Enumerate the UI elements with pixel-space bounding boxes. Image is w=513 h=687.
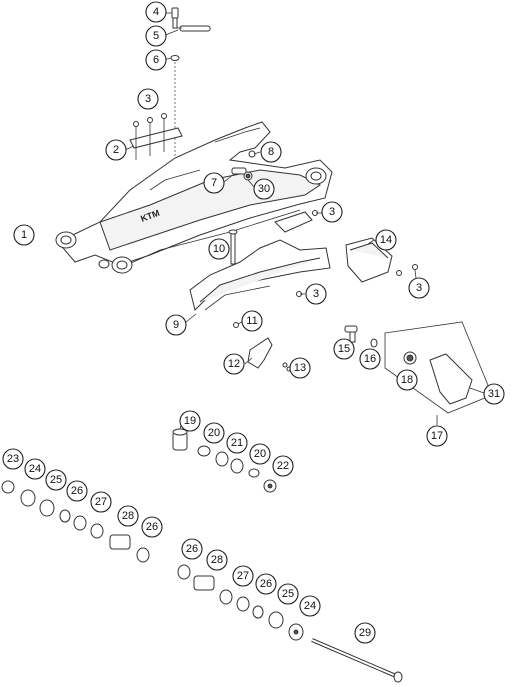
callout-27-a[interactable]: 27 (90, 491, 112, 513)
svg-text:26: 26 (71, 485, 83, 497)
callout-26-c[interactable]: 26 (181, 538, 203, 560)
callout-11[interactable]: 11 (241, 310, 263, 332)
callout-26-a[interactable]: 26 (66, 480, 88, 502)
svg-text:26: 26 (260, 578, 272, 590)
callout-1[interactable]: 1 (13, 224, 35, 246)
svg-text:3: 3 (313, 288, 319, 300)
svg-text:16: 16 (364, 353, 376, 365)
svg-text:24: 24 (29, 463, 41, 475)
callout-10[interactable]: 10 (208, 238, 230, 260)
callout-31[interactable]: 31 (483, 383, 505, 405)
svg-text:29: 29 (359, 627, 371, 639)
mount-bracket (233, 322, 292, 372)
svg-text:4: 4 (153, 6, 159, 18)
callout-28-b[interactable]: 28 (206, 549, 228, 571)
linkage-bearing-row (172, 428, 277, 493)
svg-text:3: 3 (145, 93, 151, 105)
callout-19[interactable]: 19 (179, 410, 201, 432)
svg-text:28: 28 (122, 510, 134, 522)
svg-text:18: 18 (401, 374, 413, 386)
svg-text:30: 30 (258, 183, 270, 195)
svg-text:5: 5 (153, 30, 159, 42)
svg-text:17: 17 (431, 430, 443, 442)
svg-text:1: 1 (21, 229, 27, 241)
callout-9[interactable]: 9 (165, 314, 187, 336)
callout-30[interactable]: 30 (253, 178, 275, 200)
bolt-10 (228, 229, 238, 265)
svg-text:20: 20 (208, 427, 220, 439)
callout-21[interactable]: 21 (226, 432, 248, 454)
svg-text:8: 8 (268, 146, 274, 158)
chain-guide-bracket (129, 113, 183, 160)
callout-25-b[interactable]: 25 (277, 583, 299, 605)
svg-text:19: 19 (184, 415, 196, 427)
callout-26-b[interactable]: 26 (141, 516, 163, 538)
callout-16[interactable]: 16 (359, 348, 381, 370)
callout-24-a[interactable]: 24 (24, 458, 46, 480)
svg-text:28: 28 (211, 554, 223, 566)
callout-7[interactable]: 7 (203, 172, 225, 194)
callout-3-right[interactable]: 3 (321, 201, 343, 223)
svg-text:7: 7 (211, 177, 217, 189)
frame-kit-box (384, 321, 493, 425)
pin-15-16 (344, 325, 378, 348)
svg-text:14: 14 (380, 234, 392, 246)
callout-20-a[interactable]: 20 (203, 422, 225, 444)
callout-3-far-right[interactable]: 3 (408, 277, 430, 299)
callout-3-top[interactable]: 3 (137, 88, 159, 110)
svg-text:23: 23 (7, 453, 19, 465)
callout-6[interactable]: 6 (145, 49, 167, 71)
swingarm-pivot-axle (311, 638, 403, 683)
svg-text:26: 26 (186, 543, 198, 555)
svg-text:11: 11 (246, 315, 257, 327)
svg-text:25: 25 (282, 588, 294, 600)
svg-text:27: 27 (237, 570, 249, 582)
callout-20-b[interactable]: 20 (249, 443, 271, 465)
svg-text:27: 27 (95, 496, 107, 508)
callout-8[interactable]: 8 (260, 141, 282, 163)
top-bolt-assembly (170, 7, 211, 205)
svg-text:25: 25 (50, 474, 62, 486)
svg-text:6: 6 (153, 54, 159, 66)
svg-text:2: 2 (113, 144, 119, 156)
callout-25-a[interactable]: 25 (45, 469, 67, 491)
callout-15[interactable]: 15 (333, 338, 355, 360)
svg-text:21: 21 (231, 437, 243, 449)
callout-17[interactable]: 17 (426, 425, 448, 447)
svg-text:3: 3 (416, 282, 422, 294)
svg-text:3: 3 (329, 206, 335, 218)
svg-text:24: 24 (304, 600, 316, 612)
callout-22[interactable]: 22 (272, 455, 294, 477)
callout-12[interactable]: 12 (223, 353, 245, 375)
svg-text:10: 10 (213, 243, 225, 255)
chain-adjuster (231, 150, 256, 181)
svg-text:26: 26 (146, 521, 158, 533)
callout-13[interactable]: 13 (289, 357, 311, 379)
svg-text:20: 20 (254, 448, 266, 460)
callout-27-b[interactable]: 27 (232, 565, 254, 587)
callout-23[interactable]: 23 (2, 448, 24, 470)
svg-text:9: 9 (173, 319, 179, 331)
callout-3-lower[interactable]: 3 (305, 283, 327, 305)
callout-5[interactable]: 5 (145, 25, 167, 47)
callout-4[interactable]: 4 (145, 1, 167, 23)
callout-24-b[interactable]: 24 (299, 595, 321, 617)
callout-28-a[interactable]: 28 (117, 505, 139, 527)
svg-text:13: 13 (294, 362, 306, 374)
callout-18[interactable]: 18 (396, 369, 418, 391)
callout-29[interactable]: 29 (354, 622, 376, 644)
swingarm-bearing-row-right (177, 564, 304, 641)
svg-text:15: 15 (338, 343, 350, 355)
swingarm-bearing-row-left (1, 480, 150, 563)
callout-2[interactable]: 2 (105, 139, 127, 161)
callout-14[interactable]: 14 (375, 229, 397, 251)
svg-text:12: 12 (228, 358, 240, 370)
chain-slider (189, 210, 331, 311)
svg-text:31: 31 (488, 388, 500, 400)
svg-text:22: 22 (277, 460, 289, 472)
callout-26-d[interactable]: 26 (255, 573, 277, 595)
